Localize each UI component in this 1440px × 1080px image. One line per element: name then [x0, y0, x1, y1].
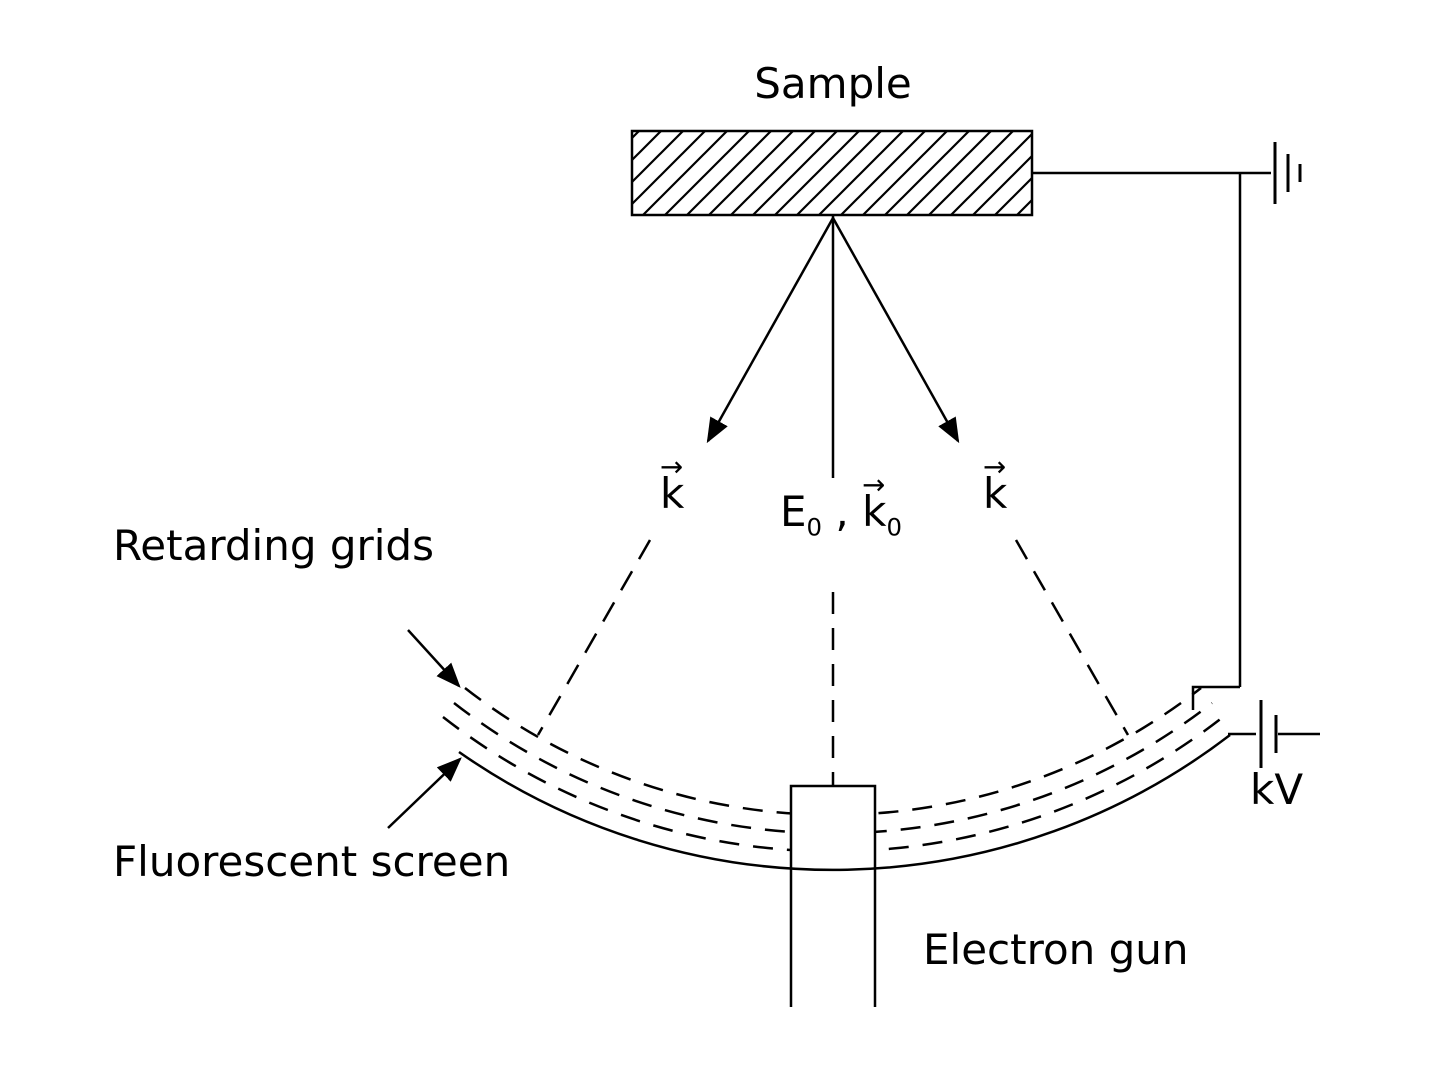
- electron-gun-body: [789, 784, 877, 1007]
- electron-gun-label: Electron gun: [923, 925, 1189, 974]
- separator: ,: [822, 487, 863, 536]
- fluorescent-screen-label: Fluorescent screen: [113, 837, 511, 886]
- fluorescent-screen-pointer-arrow: [387, 757, 462, 829]
- diffracted-beam-dashed-left: [536, 539, 652, 736]
- grid-arc-1: [464, 687, 1202, 817]
- grids-ground-connector: [1191, 685, 1240, 710]
- energy-symbol: E: [780, 487, 807, 536]
- voltage-label: kV: [1250, 765, 1304, 814]
- k-symbol: k: [983, 469, 1008, 518]
- vector-arrow-icon: →: [983, 449, 1007, 483]
- k-symbol: k: [660, 469, 685, 518]
- diffracted-beam-arrow-right: [831, 217, 960, 444]
- vector-arrow-icon: →: [862, 467, 886, 501]
- vector-arrow-icon: →: [660, 449, 684, 483]
- ground-icon: [1273, 142, 1302, 204]
- sample-block: [630, 129, 1034, 217]
- sample-label: Sample: [754, 59, 912, 108]
- k-symbol: k: [862, 487, 887, 536]
- k-vector-label-right: →k: [983, 453, 1008, 518]
- diffracted-beam-arrow-left: [706, 217, 835, 444]
- incident-beam-label: E0 , →k0: [780, 471, 902, 539]
- retarding-grids-label: Retarding grids: [113, 521, 434, 570]
- energy-subscript: 0: [806, 512, 823, 542]
- diffracted-beam-dashed-right: [1014, 539, 1130, 736]
- fluorescent-screen-arc: [458, 734, 1231, 872]
- k-vector-label-left: →k: [660, 453, 685, 518]
- k-subscript: 0: [886, 512, 902, 542]
- retarding-grids-pointer-arrow: [407, 629, 461, 688]
- battery-icon: [1228, 700, 1320, 768]
